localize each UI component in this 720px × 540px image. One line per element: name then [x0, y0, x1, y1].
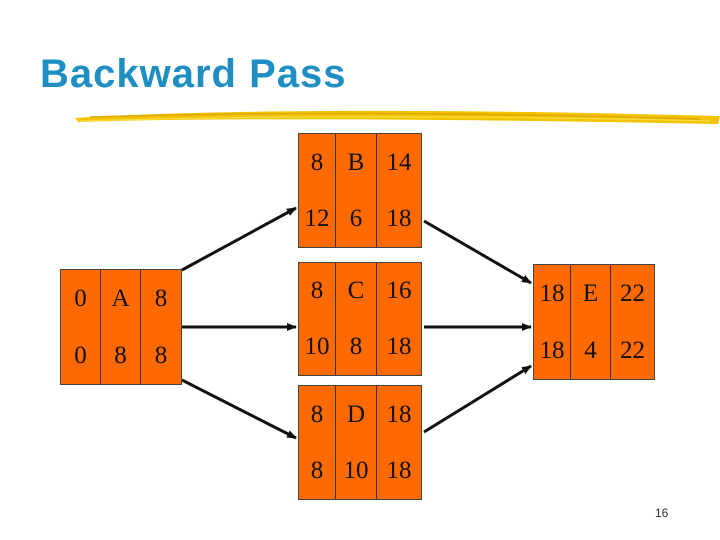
node-b-late-finish: 18: [386, 205, 412, 232]
activity-node-a: 0 A 8 0 8 8: [60, 269, 182, 385]
node-e-early-finish: 22: [620, 279, 645, 307]
edge-d-e: [423, 364, 532, 434]
node-a-duration: 8: [101, 327, 141, 384]
node-c-early-start: 8: [299, 263, 336, 319]
node-d-name: D: [336, 386, 377, 443]
node-e-duration: 4: [571, 322, 611, 379]
edge-a-d: [181, 378, 297, 440]
page-number: 16: [655, 506, 669, 520]
activity-node-d: 8 D 18 8 10 18: [298, 385, 422, 500]
activity-node-c: 8 C 16 10 8 18: [298, 262, 422, 376]
edge-a-b: [181, 206, 297, 272]
node-e-late-start: 18: [534, 322, 571, 379]
node-b-name: B: [336, 134, 377, 191]
node-e-late-finish: 22: [620, 336, 645, 364]
node-d-duration: 10: [336, 443, 377, 499]
node-c-late-start: 10: [299, 319, 336, 375]
node-b-late-start: 12: [299, 191, 336, 247]
node-d-late-start: 8: [299, 443, 336, 499]
node-b-duration: 6: [336, 191, 377, 247]
node-e-name: E: [571, 265, 611, 322]
edge-b-e: [423, 219, 532, 285]
node-b-early-finish: 14: [386, 148, 412, 176]
node-c-name: C: [336, 263, 377, 319]
activity-node-b: 8 B 14 12 6 18: [298, 133, 422, 248]
node-c-duration: 8: [336, 319, 377, 375]
node-a-early-start: 0: [61, 270, 101, 327]
slide-title: Backward Pass: [40, 52, 347, 96]
title-underline: [75, 110, 720, 124]
node-e-early-start: 18: [534, 265, 571, 322]
node-d-early-finish: 18: [386, 400, 412, 428]
activity-node-e: 18 E 22 18 4 22: [533, 264, 655, 380]
node-b-early-start: 8: [299, 134, 336, 191]
node-c-late-finish: 18: [386, 333, 412, 360]
node-c-early-finish: 16: [386, 277, 412, 304]
node-a-late-finish: 8: [154, 341, 168, 369]
node-a-name: A: [101, 270, 141, 327]
node-a-early-finish: 8: [154, 284, 168, 312]
node-a-late-start: 0: [61, 327, 101, 384]
node-d-early-start: 8: [299, 386, 336, 443]
node-d-late-finish: 18: [386, 457, 412, 484]
